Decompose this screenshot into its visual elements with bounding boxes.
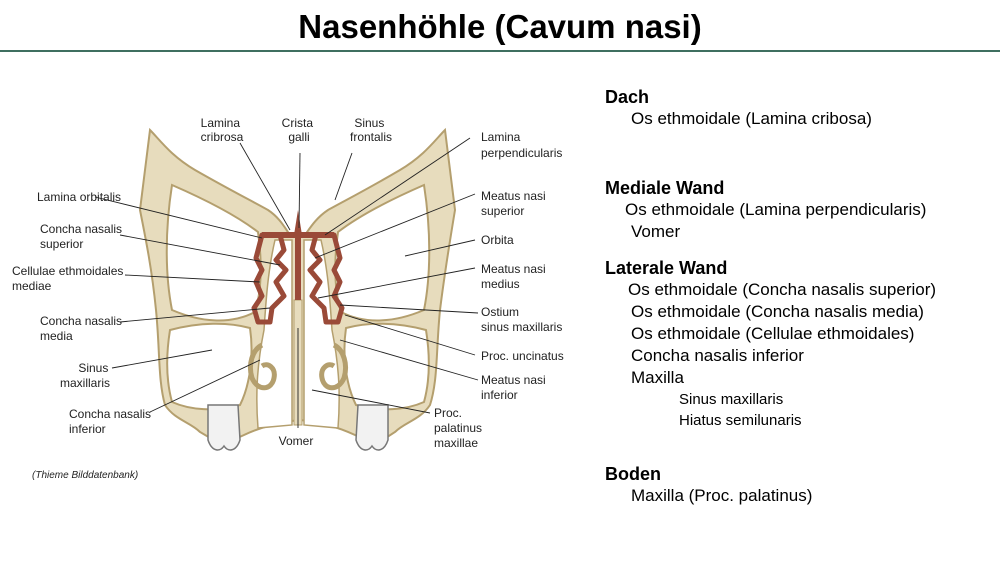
label-lamina-cribrosa: Lamina cribrosa xyxy=(201,116,244,144)
left-inferior-concha xyxy=(247,342,277,391)
list-item: Vomer xyxy=(631,222,681,241)
label-ostium-sinus-maxillaris: Ostium sinus maxillaris xyxy=(481,305,562,334)
leader-ostium-sinus-maxillaris xyxy=(339,304,479,314)
leader-lamina-orbitalis xyxy=(94,196,263,239)
sub-list-item: Hiatus semilunaris xyxy=(679,412,802,429)
nasal-airway-right xyxy=(303,239,340,429)
leader-proc-uncinatus xyxy=(344,314,476,356)
leader-lamina-cribrosa xyxy=(239,142,291,231)
section-heading: Laterale Wand xyxy=(605,258,728,278)
leader-meatus-nasi-inferior xyxy=(339,339,479,381)
label-proc-uncinatus: Proc. uncinatus xyxy=(481,349,564,363)
skull-section xyxy=(138,127,457,451)
leader-concha-nasalis-media xyxy=(119,307,271,323)
list-item: Os ethmoidale (Concha nasalis media) xyxy=(631,302,924,321)
right-inferior-concha xyxy=(319,342,349,391)
leader-concha-nasalis-inferior xyxy=(149,359,261,413)
label-cellulae-ethmoidales-mediae: Cellulae ethmoidales mediae xyxy=(12,264,127,293)
right-ethmoid-labyrinth xyxy=(307,232,345,325)
nasal-cavity-diagram: Lamina cribrosa Crista galli Sinus front… xyxy=(12,116,564,451)
crista-galli-shape xyxy=(294,210,302,235)
section-heading: Boden xyxy=(605,464,661,484)
label-proc-palatinus-maxillae: Proc. palatinus maxillae xyxy=(434,406,485,450)
page-title: Nasenhöhle (Cavum nasi) xyxy=(298,8,702,45)
leader-concha-nasalis-superior xyxy=(119,234,281,266)
label-sinus-maxillaris: Sinus maxillaris xyxy=(60,361,112,390)
list-item: Maxilla xyxy=(631,368,684,387)
label-vomer: Vomer xyxy=(279,434,314,448)
ethmoid-bone xyxy=(251,210,345,325)
list-item: Os ethmoidale (Concha nasalis superior) xyxy=(628,280,937,299)
label-concha-nasalis-media: Concha nasalis media xyxy=(40,314,125,343)
label-sinus-frontalis: Sinus frontalis xyxy=(350,116,392,144)
label-concha-nasalis-superior: Concha nasalis superior xyxy=(40,222,125,251)
section-boden: Boden Maxilla (Proc. palatinus) xyxy=(605,463,995,507)
leader-lamina-perpendicularis xyxy=(324,137,471,236)
label-concha-nasalis-inferior: Concha nasalis inferior xyxy=(69,407,154,436)
list-item: Os ethmoidale (Cellulae ethmoidales) xyxy=(631,324,915,343)
label-meatus-nasi-inferior: Meatus nasi inferior xyxy=(481,373,549,402)
leader-cellulae-ethmoidales-mediae xyxy=(124,274,261,283)
section-heading: Mediale Wand xyxy=(605,178,725,198)
label-orbita: Orbita xyxy=(481,233,514,247)
lamina-perpendicularis-shape xyxy=(295,238,301,300)
left-ethmoid-labyrinth xyxy=(251,232,289,325)
leader-sinus-maxillaris xyxy=(111,349,213,369)
label-lamina-perpendicularis: Lamina perpendicularis xyxy=(481,130,562,160)
section-heading: Dach xyxy=(605,87,650,107)
section-dach: Dach Os ethmoidale (Lamina cribosa) xyxy=(605,86,995,130)
leader-sinus-frontalis xyxy=(334,152,353,201)
list-item: Os ethmoidale (Lamina perpendicularis) xyxy=(625,200,927,219)
leader-proc-palatinus-maxillae xyxy=(311,389,431,414)
label-crista-galli: Crista galli xyxy=(282,116,317,144)
anatomy-text-panel: Dach Os ethmoidale (Lamina cribosa) Medi… xyxy=(605,86,995,507)
section-laterale-wand: Laterale Wand Os ethmoidale (Concha nasa… xyxy=(605,257,995,431)
label-meatus-nasi-superior: Meatus nasi superior xyxy=(481,189,549,218)
list-item: Os ethmoidale (Lamina cribosa) xyxy=(631,109,872,128)
section-mediale-wand: Mediale Wand Os ethmoidale (Lamina perpe… xyxy=(605,177,995,243)
right-maxillary-sinus xyxy=(343,322,430,411)
nasal-airway-left xyxy=(256,239,293,429)
list-item: Maxilla (Proc. palatinus) xyxy=(631,486,813,505)
leader-orbita xyxy=(404,239,476,257)
list-item: Concha nasalis inferior xyxy=(631,346,804,365)
leader-crista-galli xyxy=(298,152,301,229)
diagram-labels: Lamina cribrosa Crista galli Sinus front… xyxy=(12,116,564,450)
leader-meatus-nasi-medius xyxy=(317,267,476,299)
sub-list-item: Sinus maxillaris xyxy=(679,391,784,408)
label-meatus-nasi-medius: Meatus nasi medius xyxy=(481,262,549,291)
leader-meatus-nasi-superior xyxy=(314,193,476,259)
left-tooth xyxy=(207,404,241,451)
leader-lines xyxy=(94,137,479,428)
left-maxillary-sinus xyxy=(166,322,253,411)
label-lamina-orbitalis: Lamina orbitalis xyxy=(37,190,121,204)
right-tooth xyxy=(355,404,389,451)
title-divider xyxy=(0,50,1000,52)
image-credit: (Thieme Bilddatenbank) xyxy=(32,470,139,481)
